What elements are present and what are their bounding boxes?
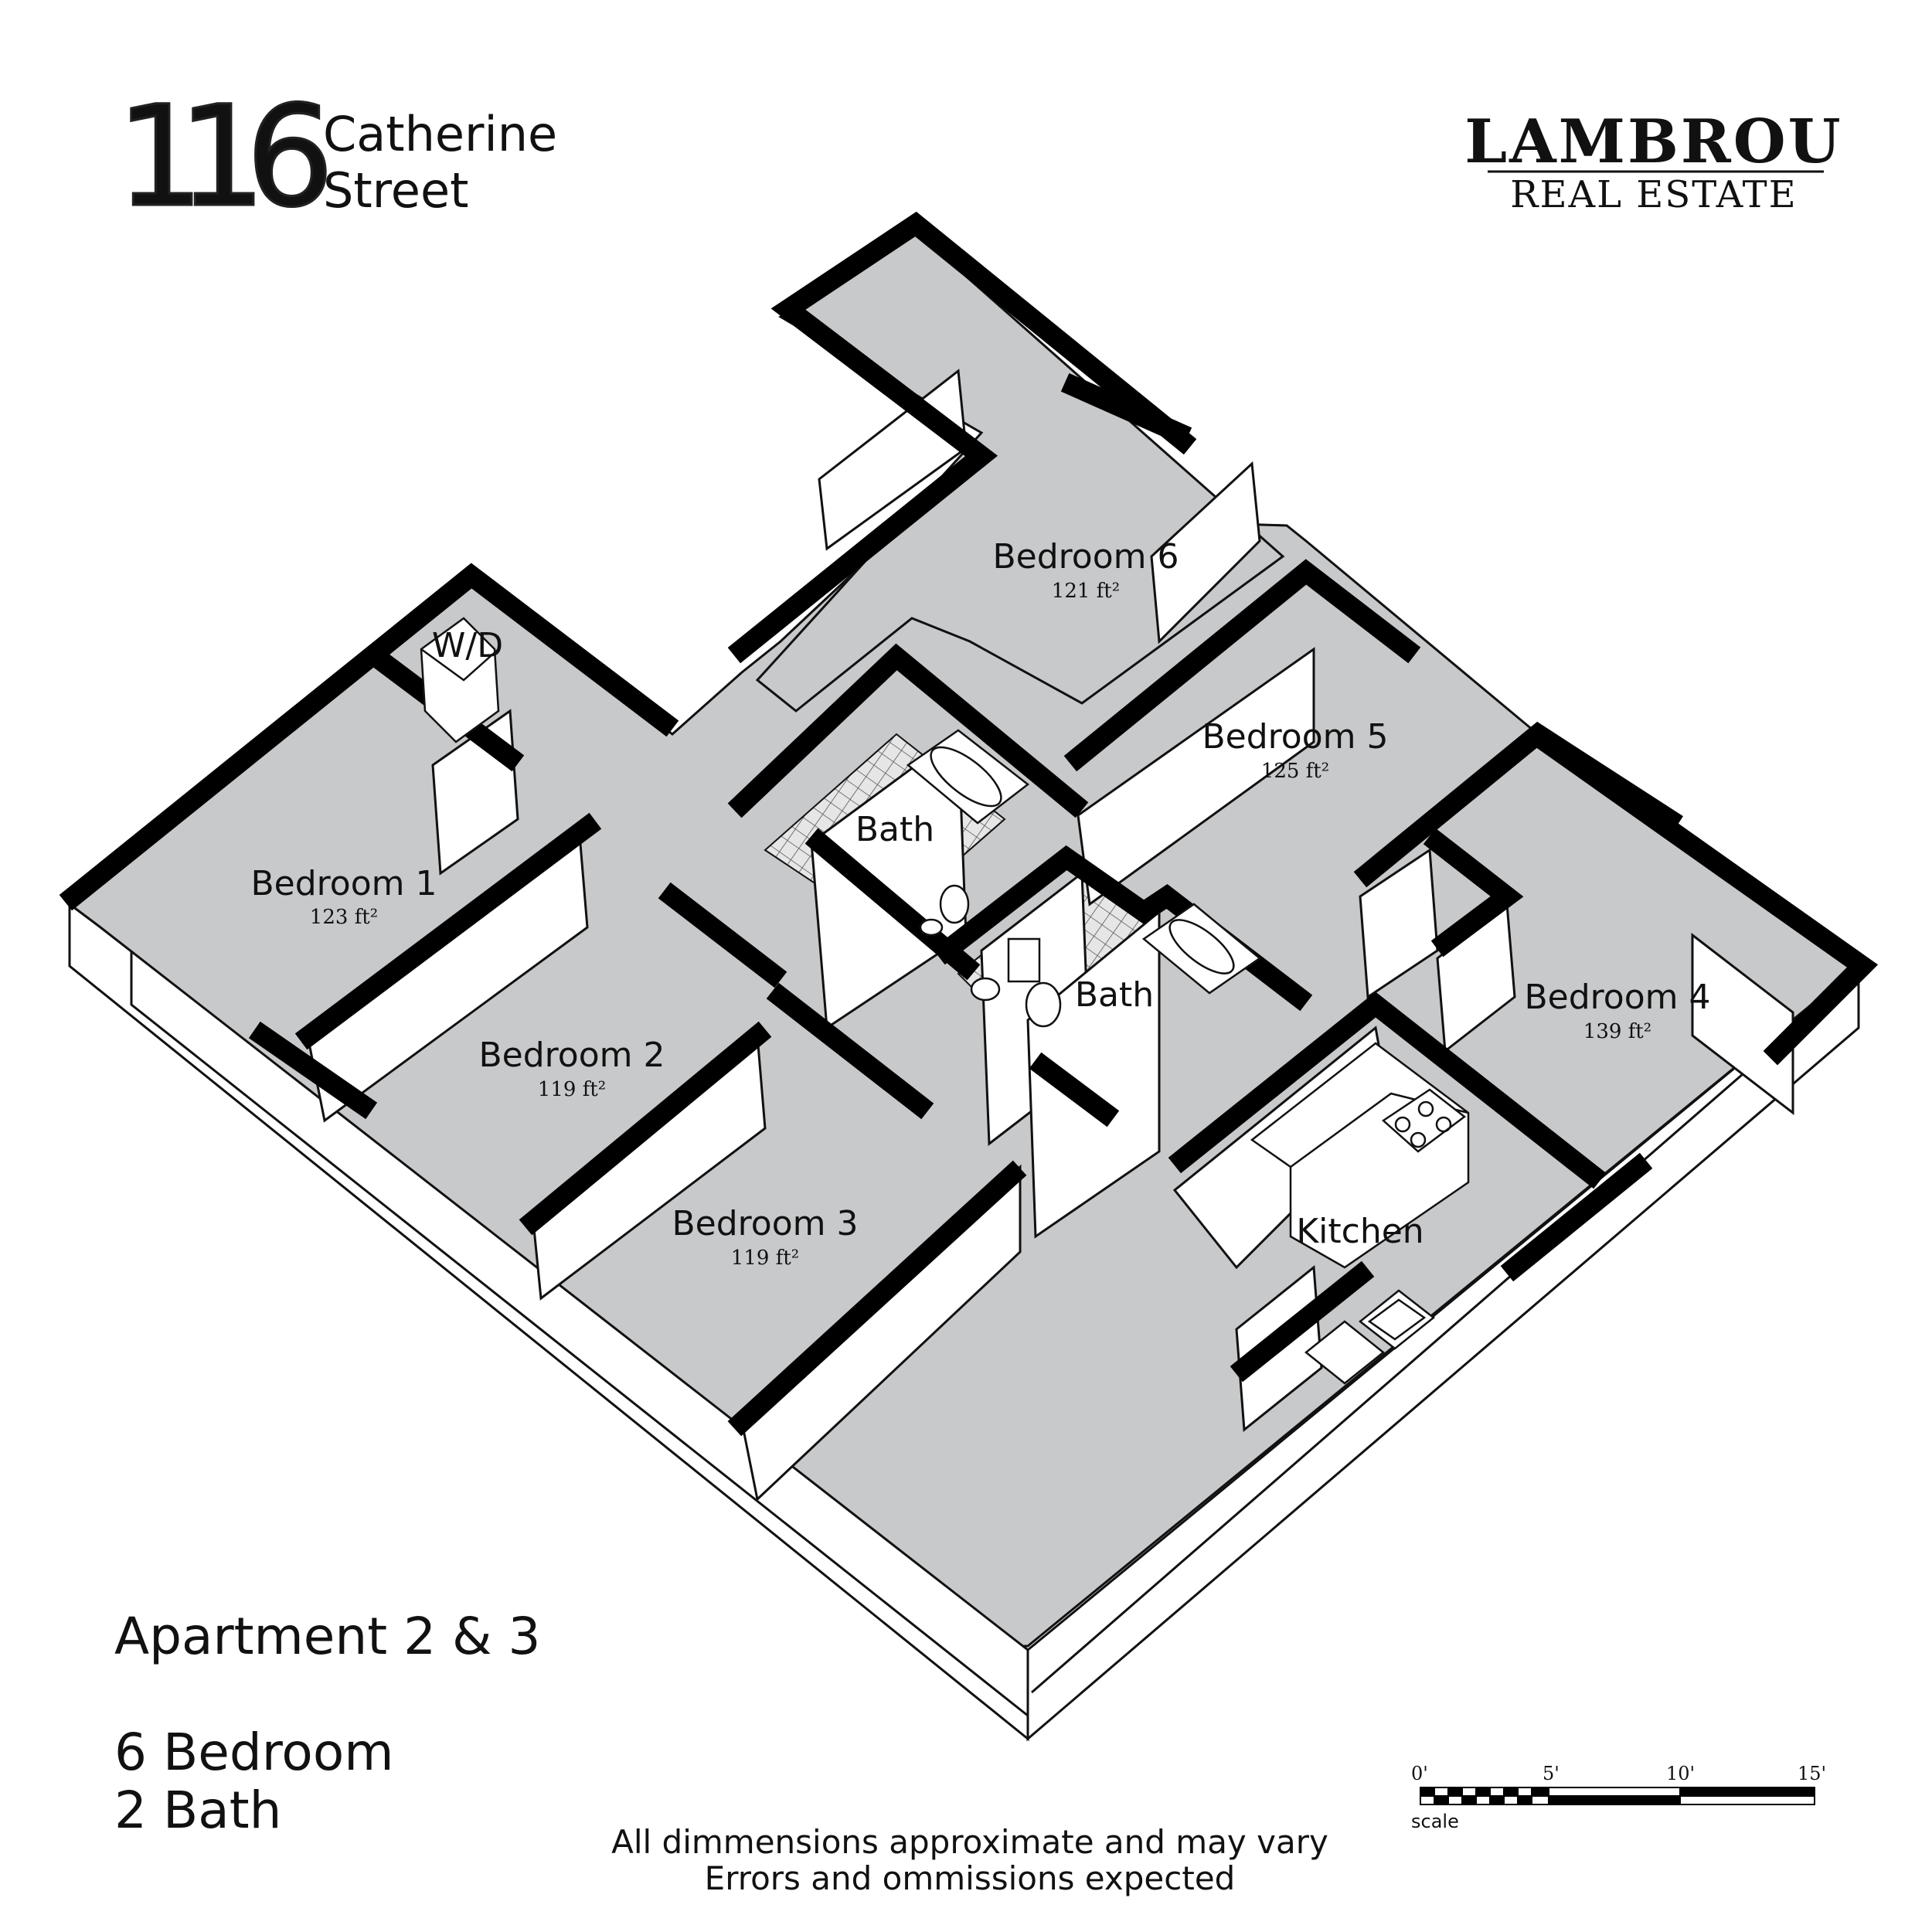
scale-tick-label: 10' (1666, 1763, 1695, 1784)
exterior-base (68, 902, 1860, 1742)
scale-tick-label: 15' (1798, 1763, 1826, 1784)
room-area-bedroom-1: 123 ft² (310, 906, 378, 929)
room-name-bedroom-5: Bedroom 5 (1202, 717, 1389, 757)
number-digit: 1 (116, 77, 205, 238)
wall-south-exterior (248, 1021, 378, 1120)
scale-label: scale (1411, 1811, 1459, 1832)
wall-kitchen-east (1500, 1152, 1653, 1282)
wall-bedroom3-south (727, 1160, 1027, 1437)
fixtures (420, 617, 1470, 1385)
wall-bedroom6-west (727, 211, 1197, 664)
room-area-bedroom-4: 139 ft² (1583, 1020, 1651, 1043)
bedroom-count: 6 Bedroom (114, 1723, 394, 1782)
washer-dryer (420, 617, 500, 743)
wall-bedroom2-east (658, 882, 787, 988)
room-name-bath-b: Bath (1075, 975, 1154, 1015)
wall-kitchen-south (1230, 1260, 1375, 1383)
stove (1381, 1088, 1467, 1153)
scale-tick-label: 5' (1543, 1763, 1560, 1784)
room-area-bedroom-5: 125 ft² (1261, 760, 1329, 783)
wall-kitchen (1168, 992, 1607, 1189)
scale-tick-label: 0' (1411, 1763, 1428, 1784)
wall-west-exterior (59, 563, 679, 911)
room-name-bedroom-3: Bedroom 3 (672, 1204, 859, 1243)
bath-count: 2 Bath (114, 1781, 281, 1840)
wall-bedroom4-east (1531, 727, 1879, 1066)
street-name-line2: Street (323, 162, 468, 219)
wall-bath-a (727, 643, 1089, 818)
wall-bedroom3-east (766, 982, 934, 1120)
bathtub-b (1141, 903, 1262, 995)
wall-bedroom1-2 (294, 812, 602, 1050)
brand-subtitle: REAL ESTATE (1510, 173, 1797, 216)
disclaimer-line2: Errors and ommissions expected (705, 1859, 1236, 1897)
room-name-bath-a: Bath (855, 810, 934, 849)
room-name-bedroom-6: Bedroom 6 (993, 537, 1179, 577)
wall-bedroom5-north (1063, 559, 1421, 772)
toilet-b (1007, 937, 1062, 1028)
toilet-a (919, 884, 970, 937)
wall-bath-b-lower (1029, 1052, 1120, 1128)
street-name-line1: Catherine (323, 106, 557, 162)
room-labels: Bedroom 1 123 ft² Bedroom 2 119 ft² Bedr… (251, 537, 1711, 1270)
fridge (1304, 1320, 1386, 1385)
brand-logo: LAMBROU REAL ESTATE (1464, 107, 1842, 216)
scale-bar: 0' 5' 10' 15' scale (1411, 1763, 1826, 1832)
apartment-title: Apartment 2 & 3 (114, 1607, 541, 1666)
room-area-bedroom-2: 119 ft² (538, 1078, 606, 1101)
number-digit: 1 (178, 77, 267, 238)
room-name-laundry: W/D (432, 626, 503, 665)
wall-bedroom6-east (1060, 372, 1192, 447)
room-area-bedroom-3: 119 ft² (731, 1247, 799, 1270)
sink-b (970, 977, 1001, 1002)
room-area-bedroom-6: 121 ft² (1052, 580, 1120, 603)
room-name-bedroom-1: Bedroom 1 (251, 864, 437, 903)
room-name-bedroom-2: Bedroom 2 (479, 1036, 665, 1075)
kitchen-sink (1358, 1289, 1436, 1350)
wall-bedroom4-inner (1423, 828, 1524, 957)
room-name-kitchen: Kitchen (1296, 1212, 1423, 1251)
bathtub-a (906, 729, 1030, 825)
brand-name: LAMBROU (1464, 107, 1842, 177)
disclaimer-line1: All dimmensions approximate and may vary (611, 1823, 1328, 1861)
room-name-bedroom-4: Bedroom 4 (1525, 978, 1711, 1017)
number-digit: 6 (246, 77, 335, 238)
building-number: 1 1 6 (115, 76, 336, 240)
wall-bedroom2-3 (519, 1021, 772, 1236)
